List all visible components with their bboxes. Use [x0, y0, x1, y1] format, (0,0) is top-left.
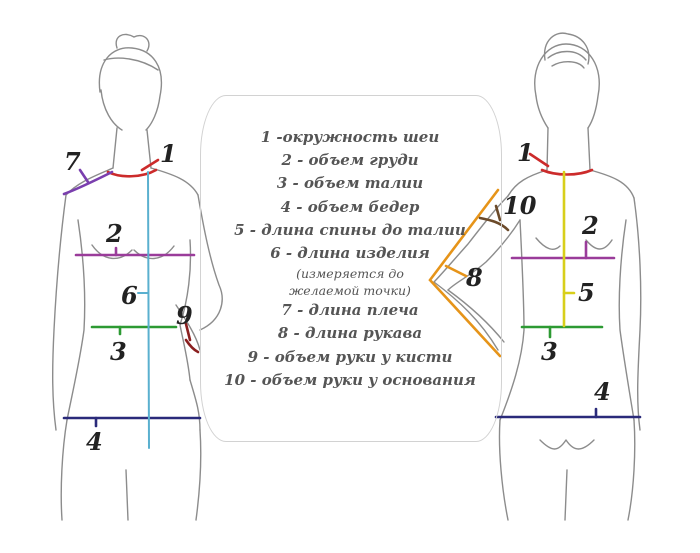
front-neck-tick	[140, 158, 160, 172]
legend-frame	[200, 95, 502, 442]
front-measurements	[62, 158, 202, 449]
legend-item: 1 -окружность шеи	[260, 128, 440, 146]
back-arm-base-tick	[494, 204, 502, 222]
front-figure	[52, 33, 223, 521]
back-neck-line	[540, 168, 594, 176]
front-label-neck: 1	[160, 139, 177, 168]
front-label-wrist: 9	[176, 301, 193, 330]
legend-item: 2 - объем груди	[281, 151, 419, 170]
back-measurements	[428, 152, 642, 419]
back-label-back-length: 5	[578, 278, 595, 307]
front-garment-length-line	[147, 171, 150, 449]
legend-note: желаемой точки)	[289, 283, 411, 299]
back-neck-tick	[528, 152, 550, 168]
front-wrist-line	[184, 338, 200, 354]
legend-item: 10 - объем руки у основания	[224, 370, 476, 389]
legend-item: 8 - длина рукава	[277, 324, 423, 343]
front-label-garment-length: 6	[121, 281, 138, 310]
front-label-waist: 3	[110, 337, 127, 366]
front-label-hips: 4	[86, 427, 103, 456]
back-label-bust: 2	[582, 211, 599, 240]
front-wrist-tick	[184, 322, 192, 342]
back-label-waist: 3	[541, 337, 558, 366]
back-label-sleeve: 8	[466, 263, 483, 292]
front-shoulder-tick	[78, 168, 90, 184]
back-sleeve-line	[428, 188, 502, 358]
legend-item: 3 - объем талии	[276, 174, 424, 193]
back-label-neck: 1	[517, 138, 534, 167]
legend-item: 5 - длина спины до талии	[234, 220, 466, 239]
back-arm-base-line	[478, 216, 510, 232]
legend-item: 7 - длина плеча	[281, 301, 419, 320]
back-label-arm-base: 10	[503, 191, 537, 220]
legend-note: (измеряется до	[296, 266, 404, 282]
legend-item: 9 - объем руки у кисти	[247, 347, 453, 366]
back-sleeve-tick	[444, 264, 468, 278]
legend-item: 4 - объем бедер	[280, 197, 420, 216]
back-label-hips: 4	[594, 377, 611, 406]
legend-item: 6 - длина изделия	[270, 244, 430, 263]
measurement-legend: 1 -окружность шеи 2 - объем груди 3 - об…	[205, 126, 495, 392]
front-label-bust: 2	[106, 219, 123, 248]
front-shoulder-line	[62, 170, 114, 196]
front-label-shoulder: 7	[64, 147, 81, 176]
